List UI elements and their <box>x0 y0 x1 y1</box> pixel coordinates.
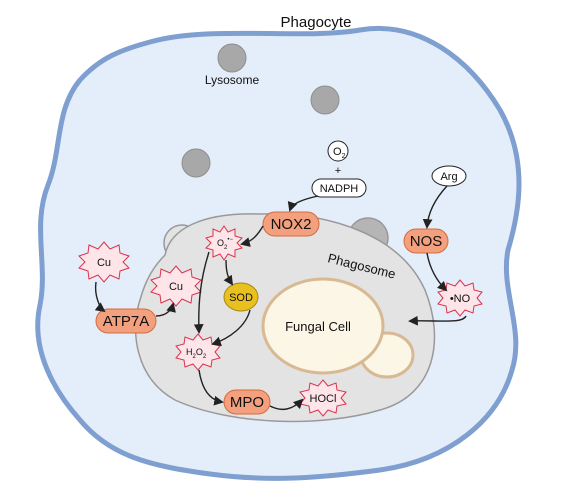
arrow-atp7a-to-cu <box>155 302 176 317</box>
lysosome-2 <box>310 85 340 115</box>
arrow-cu-to-atp7a <box>94 281 106 313</box>
atp7a-enzyme <box>95 308 157 334</box>
cu-phagosome-burst <box>150 265 202 307</box>
arrow-mpo-to-hocl <box>269 398 304 411</box>
mpo-label: MPO <box>230 394 264 411</box>
nos-label: NOS <box>410 233 443 250</box>
fungal-cell-body <box>261 277 385 375</box>
arrow-sod-to-h2o2 <box>211 309 251 347</box>
hocl-label: HOCl <box>310 393 337 405</box>
nos-enzyme <box>403 228 449 254</box>
nox2-enzyme <box>262 211 320 237</box>
arg-label: Arg <box>440 171 457 183</box>
atp7a-label: ATP7A <box>103 313 149 330</box>
superoxide-burst <box>205 225 243 261</box>
arrow-nadph-to-nox2 <box>287 195 319 212</box>
lysosome-1 <box>217 43 247 73</box>
hocl-burst <box>299 379 347 417</box>
arrow-h2o2-to-mpo <box>198 369 224 406</box>
no-label: •NO <box>450 293 471 305</box>
superoxide-label: O2•− <box>217 237 233 251</box>
o2-label: O2 <box>333 146 346 160</box>
arrow-no-to-fungus <box>408 315 467 326</box>
arg-node <box>431 165 467 187</box>
nadph-label: NADPH <box>320 183 359 195</box>
arrow-superoxide-to-h2o2 <box>193 251 210 334</box>
nox2-label: NOX2 <box>271 216 312 233</box>
lysosome-label: Lysosome <box>205 73 260 87</box>
cu-outside-burst <box>78 241 130 283</box>
cu-outside-label: Cu <box>97 257 111 269</box>
nadph-node <box>311 178 367 198</box>
lysosome-3 <box>181 148 211 178</box>
phagocyte-title: Phagocyte <box>281 14 352 31</box>
fungal-cell-label: Fungal Cell <box>285 319 351 334</box>
arrow-nos-to-no <box>426 252 448 292</box>
cu-phagosome-label: Cu <box>169 281 183 293</box>
h2o2-label: H2O2 <box>186 347 207 360</box>
sod-enzyme <box>223 282 259 312</box>
arrow-arg-to-nos <box>422 185 448 229</box>
arrow-nox2-to-superoxide <box>240 225 264 247</box>
plus-sign: + <box>335 165 341 177</box>
sod-label: SOD <box>229 292 253 304</box>
arrow-superoxide-to-sod <box>223 259 234 286</box>
mpo-enzyme <box>223 389 271 415</box>
o2-node <box>327 140 349 162</box>
